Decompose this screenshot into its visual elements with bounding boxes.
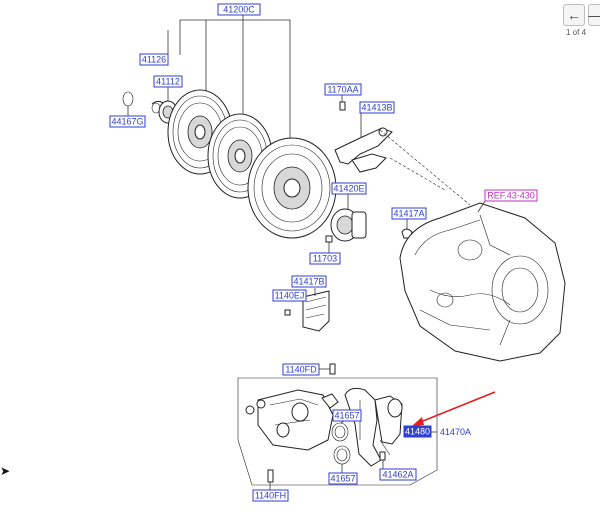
direction-arrow-icon: ➤ [0,464,11,478]
svg-text:41200C: 41200C [223,5,255,15]
svg-text:1170AA: 1170AA [327,85,358,95]
label-41657-upper[interactable]: 41657 [332,409,362,422]
label-41417a[interactable]: 41417A [391,207,427,220]
heat-shield-part [284,288,330,332]
label-1140fh[interactable]: 1140FH [252,489,289,502]
gasket-lower [333,445,351,473]
label-41657-lower[interactable]: 41657 [328,472,358,485]
gasket-upper [331,419,349,442]
svg-text:41417A: 41417A [393,209,424,219]
svg-text:41126: 41126 [142,55,166,65]
arrow-left-icon[interactable]: ← [563,4,585,26]
release-fork [334,112,393,173]
label-1140ej[interactable]: 1140EJ [272,289,307,302]
label-41470a[interactable]: 41470A [440,427,471,437]
pressure-plate [247,137,337,239]
svg-text:1140FD: 1140FD [285,365,317,375]
clutch-actuator [245,389,339,451]
transmission-housing [399,202,566,362]
label-41413b[interactable]: 41413B [359,101,395,114]
label-41480-highlighted[interactable]: 41480 [403,425,432,438]
svg-text:REF.43-430: REF.43-430 [487,191,535,201]
label-41200c[interactable]: 41200C [217,3,261,16]
label-41420e[interactable]: 41420E [331,182,367,195]
svg-text:41657: 41657 [334,411,359,421]
o-ring-part [122,91,134,116]
clutch-release-cylinder [344,387,403,467]
label-44167g[interactable]: 44167G [109,115,146,128]
svg-text:41462A: 41462A [382,470,413,480]
svg-text:41470A: 41470A [440,427,471,437]
label-1140fd[interactable]: 1140FD [282,363,320,376]
label-41112[interactable]: 41112 [153,75,183,88]
svg-text:1140EJ: 1140EJ [275,291,305,301]
label-11703[interactable]: 11703 [309,252,341,265]
bolt-1170aa [339,94,346,111]
svg-text:41657: 41657 [330,474,355,484]
release-bearing [330,194,367,242]
svg-text:44167G: 44167G [111,117,143,127]
callout-arrow [412,391,496,426]
page-indicator: 1 of 4 [566,28,587,37]
label-ref-43-430[interactable]: REF.43-430 [484,189,538,202]
svg-text:41480: 41480 [405,427,430,437]
label-41126[interactable]: 41126 [139,53,169,66]
label-1170aa[interactable]: 1170AA [324,83,362,96]
bolt-1140fd [319,363,336,375]
svg-text:1140FH: 1140FH [255,491,286,501]
svg-text:11703: 11703 [313,254,337,264]
svg-text:41112: 41112 [156,77,180,87]
svg-text:41420E: 41420E [333,184,364,194]
screw-11703 [325,235,333,253]
arrow-right-icon[interactable]: — [588,4,600,26]
label-41417b[interactable]: 41417B [291,275,327,288]
bolt-1140fh [267,469,274,490]
bolt-41462a [379,451,386,469]
svg-text:41413B: 41413B [361,103,392,113]
svg-text:41417B: 41417B [293,277,324,287]
label-41462a[interactable]: 41462A [379,468,417,481]
